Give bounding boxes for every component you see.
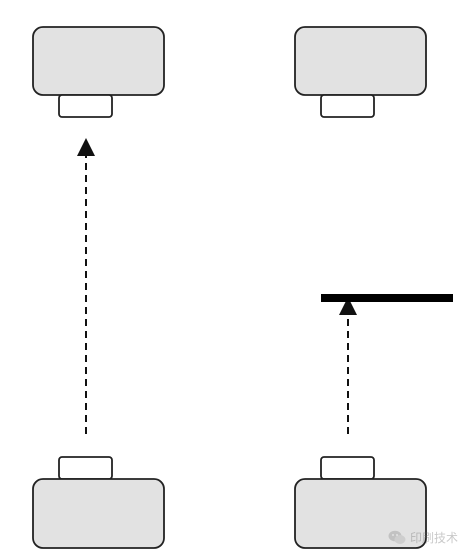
bottom-left-unit-cap bbox=[58, 456, 113, 480]
wechat-icon bbox=[388, 530, 406, 545]
beam-barrier bbox=[321, 294, 453, 302]
top-right-unit-body bbox=[294, 26, 427, 96]
top-left-unit-cap bbox=[58, 94, 113, 118]
top-right-unit-cap bbox=[320, 94, 375, 118]
bottom-right-unit bbox=[294, 456, 427, 549]
bottom-left-unit bbox=[32, 456, 165, 549]
top-left-unit-body bbox=[32, 26, 165, 96]
top-right-unit bbox=[294, 26, 427, 118]
bottom-right-unit-cap bbox=[320, 456, 375, 480]
bottom-right-unit-body bbox=[294, 478, 427, 549]
watermark: 印刷技术 bbox=[388, 529, 458, 546]
watermark-text: 印刷技术 bbox=[409, 531, 458, 545]
bottom-left-unit-body bbox=[32, 478, 165, 549]
top-left-unit bbox=[32, 26, 165, 118]
